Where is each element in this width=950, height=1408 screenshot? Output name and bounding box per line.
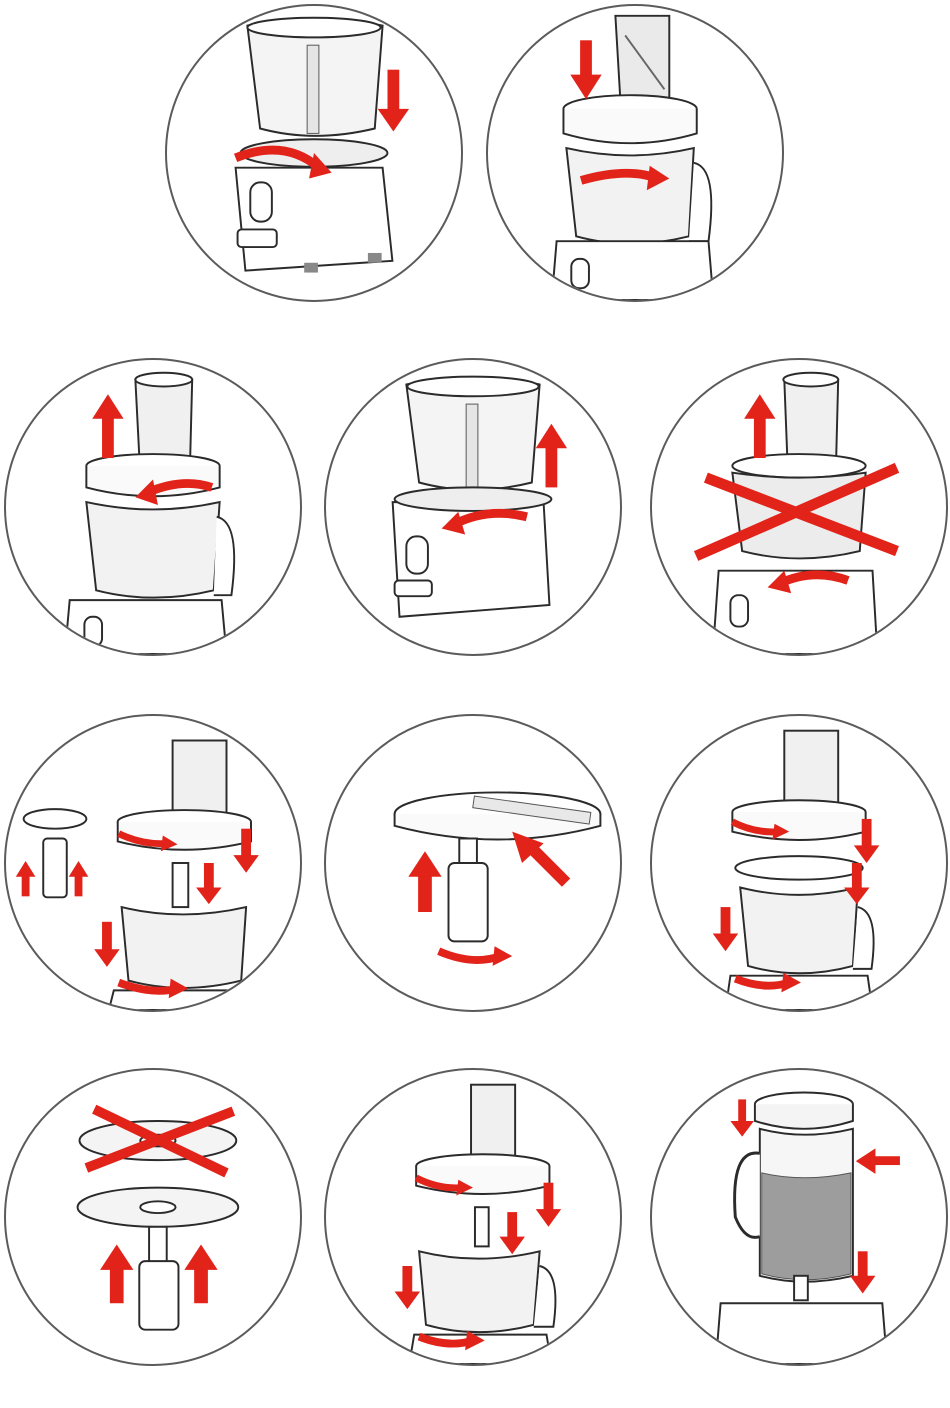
blender-jug-on-base-icon [652,1070,946,1364]
lid-on-disc-assembly-icon [326,1070,620,1364]
panel-2-lid-on-bowl [486,4,784,302]
panel-3-remove-pusher [4,358,302,656]
panel-9-disc-orientation [4,1068,302,1366]
disc-assembly-in-bowl-icon [652,716,946,1010]
panel-5-do-not-remove [650,358,948,656]
unlock-and-lift-bowl-icon [326,360,620,654]
correct-disc-orientation-icon [6,1070,300,1364]
bowl-lock-onto-base-icon [167,6,461,300]
do-not-remove-bowl-with-lid-icon [652,360,946,654]
assemble-blade-bowl-and-lid-icon [6,716,300,1010]
panel-4-unlock-lift-bowl [324,358,622,656]
panel-11-blender-jug [650,1068,948,1366]
panel-1-bowl-on-base [165,4,463,302]
panel-8-disc-in-bowl [650,714,948,1012]
insert-slicing-disc-on-drive-icon [326,716,620,1010]
lid-lock-onto-bowl-icon [488,6,782,300]
panel-10-lid-on-disc [324,1068,622,1366]
panel-7-slicing-disc [324,714,622,1012]
panel-6-assemble-blade [4,714,302,1012]
remove-pusher-and-unlock-lid-icon [6,360,300,654]
